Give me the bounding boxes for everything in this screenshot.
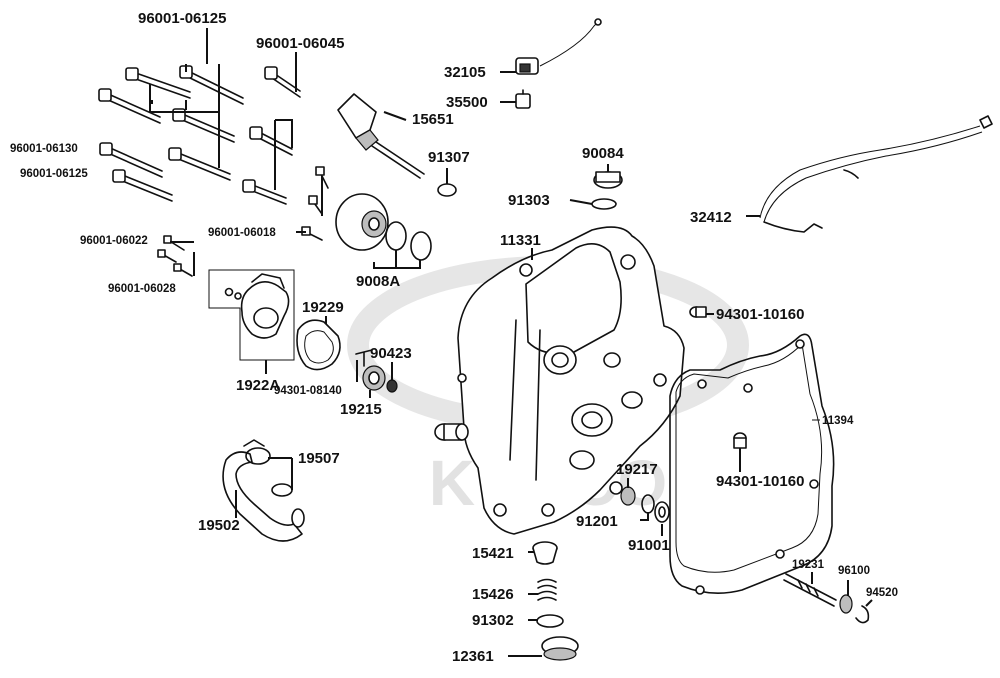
part-19217-91201-91001-stack bbox=[620, 486, 670, 523]
label-32412: 32412 bbox=[690, 209, 732, 226]
part-11331-crankcase-cover bbox=[457, 226, 685, 535]
label-19502: 19502 bbox=[198, 517, 240, 534]
label-91307: 91307 bbox=[428, 149, 470, 166]
label-19507: 19507 bbox=[298, 450, 340, 467]
label-1922A: 1922A bbox=[236, 377, 280, 394]
label-19217: 19217 bbox=[616, 461, 658, 478]
part-9008A-oil-pump-assembly bbox=[335, 193, 432, 261]
part-94520-circlip bbox=[855, 605, 870, 624]
label-15426: 15426 bbox=[472, 586, 514, 603]
part-96100-seal bbox=[839, 594, 853, 614]
label-94301-10160-bottom: 94301-10160 bbox=[716, 473, 804, 490]
label-96001-06125-side: 96001-06125 bbox=[20, 168, 88, 180]
label-96001-06130: 96001-06130 bbox=[10, 143, 78, 155]
label-96001-06045: 96001-06045 bbox=[256, 35, 344, 52]
label-19215: 19215 bbox=[340, 401, 382, 418]
part-35500-switch bbox=[515, 89, 531, 109]
part-15421-strainer bbox=[532, 541, 558, 565]
label-91303: 91303 bbox=[508, 192, 550, 209]
part-15651-dipstick bbox=[337, 93, 425, 179]
part-19231-shaft bbox=[783, 573, 837, 607]
part-11394-gasket bbox=[669, 333, 835, 595]
part-32412-wire-harness bbox=[759, 115, 993, 233]
label-9008A: 9008A bbox=[356, 273, 400, 290]
label-96100: 96100 bbox=[838, 565, 870, 577]
part-1922A-pump-cover bbox=[208, 269, 295, 361]
part-91302-o-ring bbox=[536, 614, 564, 628]
label-96001-06022: 96001-06022 bbox=[80, 235, 148, 247]
part-bushing bbox=[434, 423, 469, 441]
label-91302: 91302 bbox=[472, 612, 514, 629]
label-35500: 35500 bbox=[446, 94, 488, 111]
part-94301-10160-dowel-bottom bbox=[733, 432, 747, 449]
label-15421: 15421 bbox=[472, 545, 514, 562]
label-96001-06018: 96001-06018 bbox=[208, 227, 276, 239]
label-96001-06028: 96001-06028 bbox=[108, 283, 176, 295]
label-90423: 90423 bbox=[370, 345, 412, 362]
bolt-group-side bbox=[99, 142, 173, 202]
part-94301-10160-dowel-top bbox=[689, 306, 707, 318]
label-94520: 94520 bbox=[866, 587, 898, 599]
label-12361: 12361 bbox=[452, 648, 494, 665]
part-19215-impeller bbox=[355, 349, 398, 393]
leader-lines bbox=[149, 28, 873, 657]
label-19229: 19229 bbox=[302, 299, 344, 316]
label-90084: 90084 bbox=[582, 145, 624, 162]
part-91307-o-ring bbox=[437, 183, 457, 197]
label-94301-10160-top: 94301-10160 bbox=[716, 306, 804, 323]
part-12361-drain-plug bbox=[541, 636, 579, 661]
bolt-group-96001-06125 bbox=[98, 65, 244, 181]
part-labels: 96001-06125 96001-06045 96001-06130 9600… bbox=[10, 10, 898, 665]
label-32105: 32105 bbox=[444, 64, 486, 81]
part-90084-plug bbox=[591, 171, 623, 210]
label-96001-06125-top: 96001-06125 bbox=[138, 10, 226, 27]
part-32105-sensor bbox=[515, 18, 602, 75]
label-91001: 91001 bbox=[628, 537, 670, 554]
label-91201: 91201 bbox=[576, 513, 618, 530]
part-19229-gasket bbox=[296, 319, 341, 371]
label-19231: 19231 bbox=[792, 559, 825, 571]
part-15426-spring bbox=[537, 578, 557, 601]
label-15651: 15651 bbox=[412, 111, 454, 128]
label-11394: 11394 bbox=[822, 415, 854, 427]
label-94301-08140: 94301-08140 bbox=[274, 385, 342, 397]
label-11331: 11331 bbox=[500, 232, 541, 249]
